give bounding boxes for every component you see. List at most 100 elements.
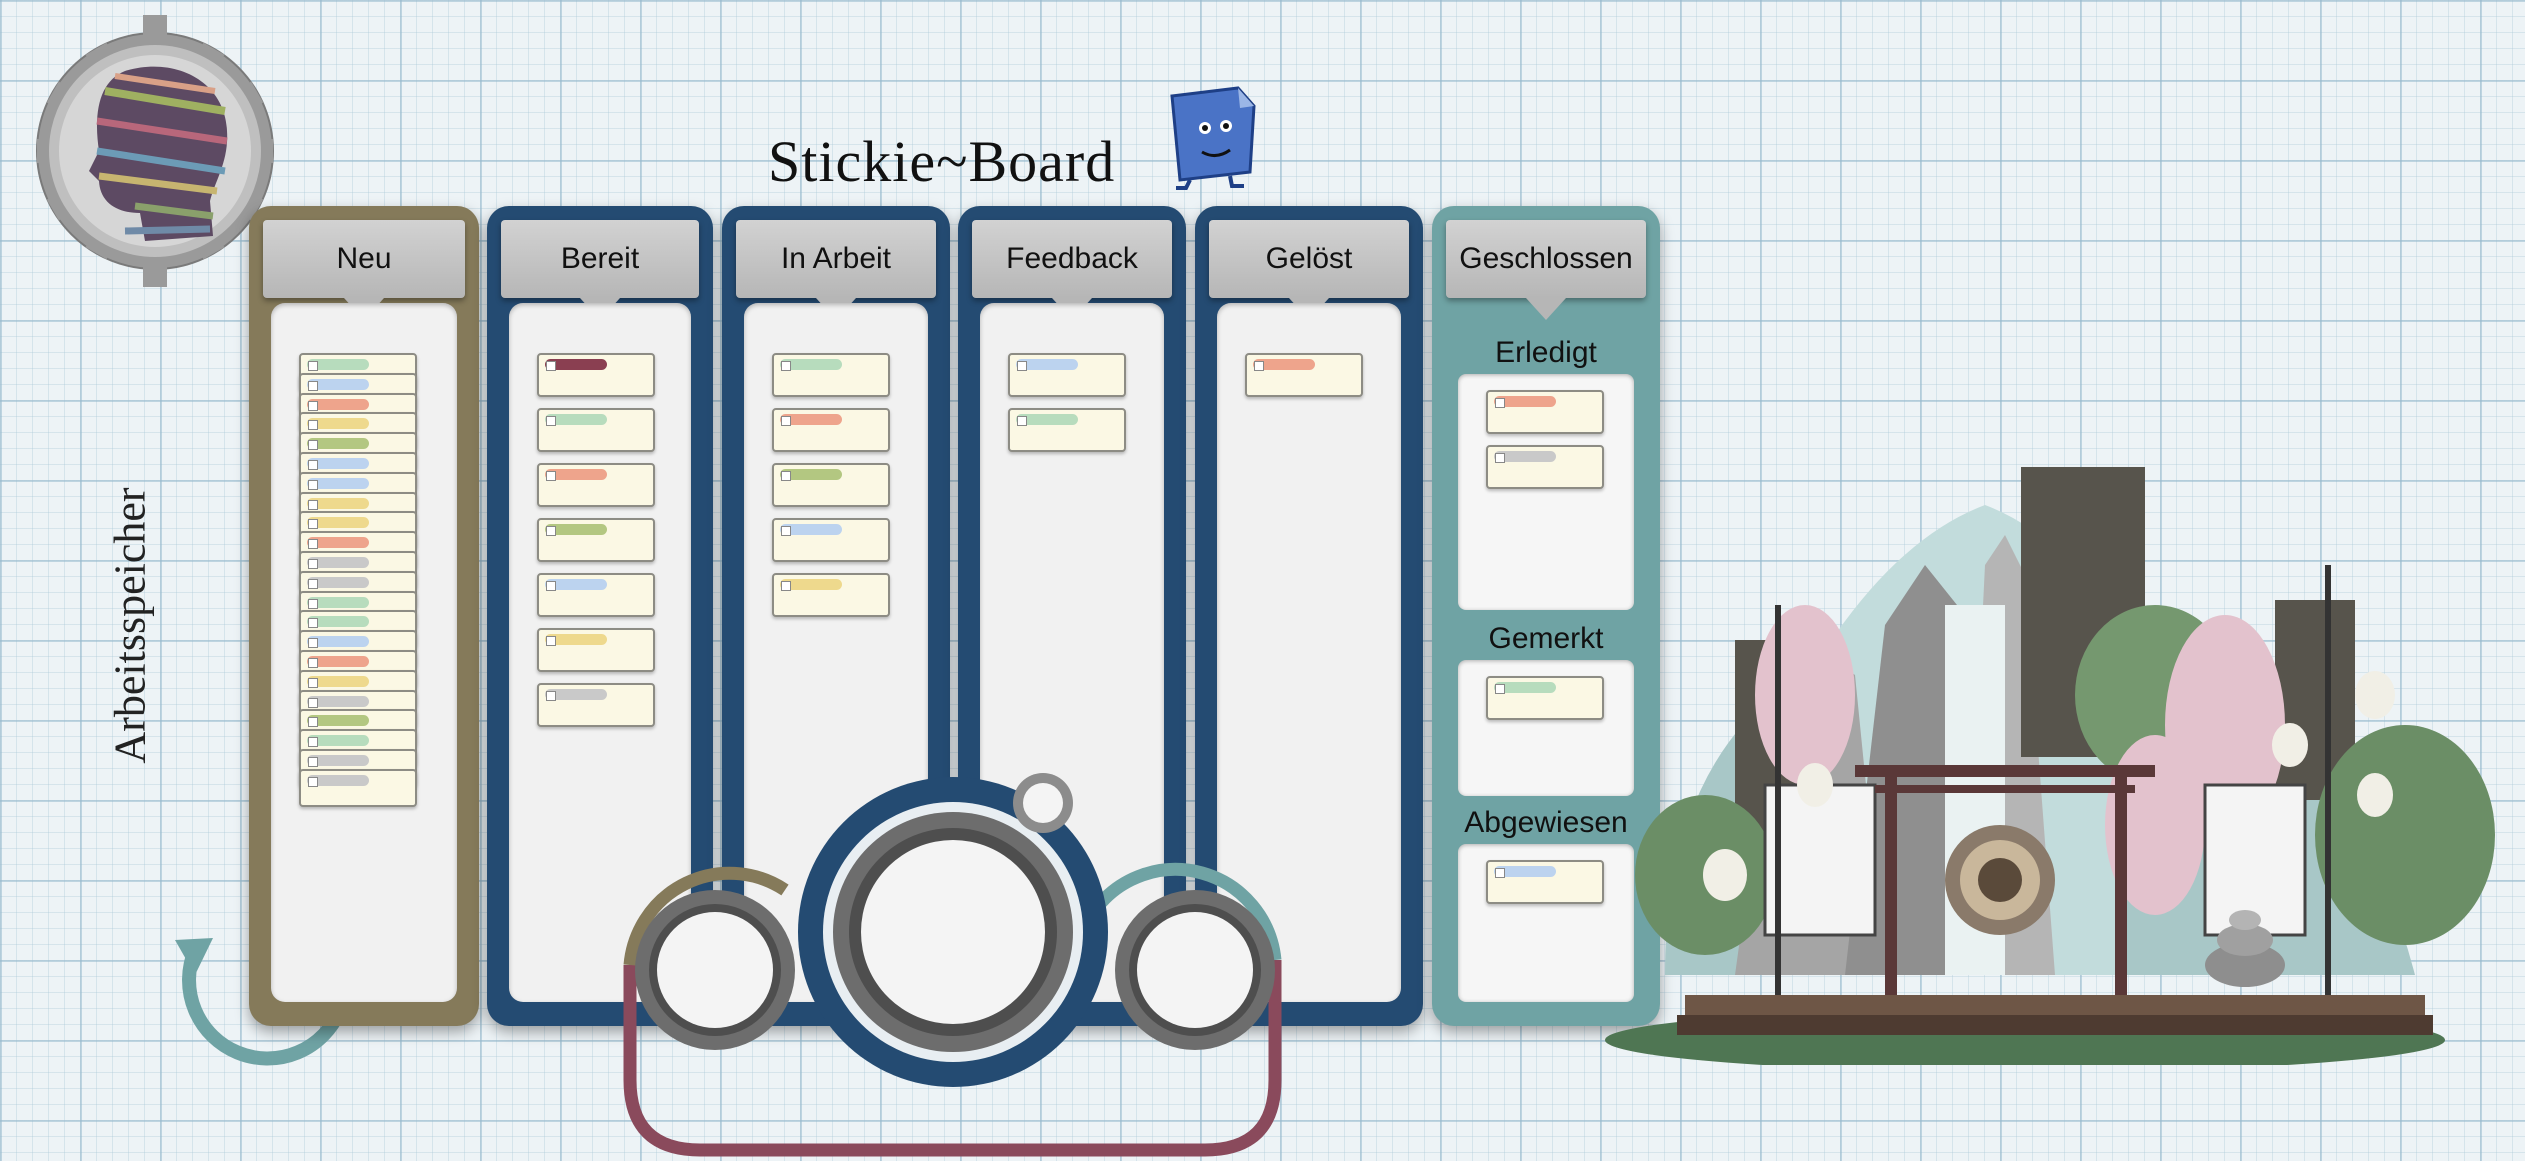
sticky-card[interactable]	[537, 353, 655, 397]
board-title: Stickie~Board	[768, 129, 1116, 194]
card-checkbox	[308, 539, 318, 550]
card-checkbox	[308, 578, 318, 589]
column-header-neu: Neu	[263, 220, 465, 320]
sticky-card[interactable]	[537, 408, 655, 452]
card-checkbox	[308, 420, 318, 431]
column-header-bereit: Bereit	[501, 220, 699, 320]
sticky-note-mascot-icon	[1170, 86, 1256, 190]
card-color-tag	[1016, 414, 1078, 425]
card-color-tag	[545, 524, 607, 535]
card-checkbox	[308, 380, 318, 391]
card-checkbox	[546, 416, 556, 426]
card-color-tag	[1494, 682, 1556, 693]
sticky-card[interactable]	[772, 573, 890, 617]
card-checkbox	[546, 636, 556, 646]
card-checkbox	[308, 677, 318, 688]
card-checkbox	[308, 519, 318, 530]
card-checkbox	[308, 559, 318, 569]
section-label-gemerkt: Gemerkt	[1488, 622, 1604, 655]
card-checkbox	[1017, 361, 1027, 371]
card-color-tag	[1494, 396, 1556, 407]
card-checkbox	[308, 440, 318, 451]
card-color-tag	[307, 774, 369, 786]
card-checkbox	[308, 717, 318, 728]
card-color-tag	[307, 596, 369, 608]
card-color-tag	[307, 418, 369, 430]
card-checkbox	[1495, 398, 1505, 408]
sticky-card[interactable]	[299, 768, 417, 807]
sticky-card[interactable]	[1008, 408, 1126, 452]
card-color-tag	[780, 524, 842, 535]
card-checkbox	[308, 776, 318, 787]
card-color-tag	[545, 414, 607, 425]
card-checkbox	[1495, 453, 1505, 463]
sticky-card[interactable]	[772, 353, 890, 397]
card-color-tag	[1253, 359, 1315, 370]
card-checkbox	[546, 361, 556, 371]
column-neu: Neu	[249, 206, 479, 1026]
card-color-tag	[780, 469, 842, 480]
card-color-tag	[307, 675, 369, 687]
sticky-card[interactable]	[1486, 676, 1604, 720]
card-color-tag	[307, 477, 369, 489]
card-color-tag	[545, 634, 607, 645]
card-checkbox	[308, 697, 318, 708]
card-color-tag	[307, 517, 369, 529]
card-checkbox	[1254, 361, 1264, 371]
card-color-tag	[307, 755, 369, 766]
sticky-card[interactable]	[1486, 860, 1604, 904]
sticky-card[interactable]	[1245, 353, 1363, 397]
card-color-tag	[1016, 359, 1078, 370]
card-checkbox	[781, 361, 791, 371]
card-color-tag	[780, 359, 842, 370]
card-checkbox	[308, 658, 318, 668]
sticky-card[interactable]	[537, 628, 655, 672]
sticky-card[interactable]	[772, 408, 890, 452]
card-color-tag	[307, 656, 369, 667]
sticky-card[interactable]	[537, 518, 655, 562]
card-color-tag	[307, 537, 369, 549]
card-color-tag	[1494, 866, 1556, 877]
card-color-tag	[307, 557, 369, 568]
section-erledigt	[1458, 374, 1634, 610]
card-checkbox	[781, 416, 791, 426]
card-checkbox	[308, 618, 318, 629]
card-color-tag	[307, 398, 369, 410]
card-color-tag	[307, 458, 369, 469]
column-header-geloest: Gelöst	[1209, 220, 1409, 320]
column-header-geschlossen: Geschlossen	[1446, 220, 1646, 320]
column-bereit: Bereit	[487, 206, 713, 1026]
card-checkbox	[308, 479, 318, 490]
card-color-tag	[307, 616, 369, 628]
card-checkbox	[308, 737, 318, 748]
card-checkbox	[308, 499, 318, 510]
card-checkbox	[1017, 416, 1027, 426]
gear-cluster-icon	[623, 773, 1282, 1157]
column-geloest: Gelöst	[1195, 206, 1423, 1026]
column-header-feedback: Feedback	[972, 220, 1172, 320]
card-checkbox	[308, 638, 318, 649]
card-checkbox	[308, 361, 318, 371]
sticky-card[interactable]	[772, 463, 890, 507]
column-body-bereit	[509, 303, 691, 1002]
sticky-card[interactable]	[537, 683, 655, 727]
sticky-card[interactable]	[537, 463, 655, 507]
card-color-tag	[307, 497, 369, 509]
zen-garden-illustration	[1605, 467, 2495, 1065]
card-color-tag	[780, 414, 842, 425]
card-checkbox	[781, 526, 791, 536]
card-checkbox	[308, 598, 318, 609]
card-checkbox	[546, 581, 556, 591]
column-geschlossen: Geschlossen Erledigt Gemerkt Abgewiesen	[1432, 206, 1660, 1026]
column-body-neu	[271, 303, 457, 1002]
sticky-card[interactable]	[537, 573, 655, 617]
sticky-card[interactable]	[1486, 445, 1604, 489]
card-checkbox	[546, 526, 556, 536]
section-gemerkt	[1458, 660, 1634, 796]
sticky-card[interactable]	[1008, 353, 1126, 397]
column-header-in-arbeit: In Arbeit	[736, 220, 936, 320]
sticky-card[interactable]	[1486, 390, 1604, 434]
card-color-tag	[545, 579, 607, 590]
sticky-card[interactable]	[772, 518, 890, 562]
card-color-tag	[545, 469, 607, 480]
